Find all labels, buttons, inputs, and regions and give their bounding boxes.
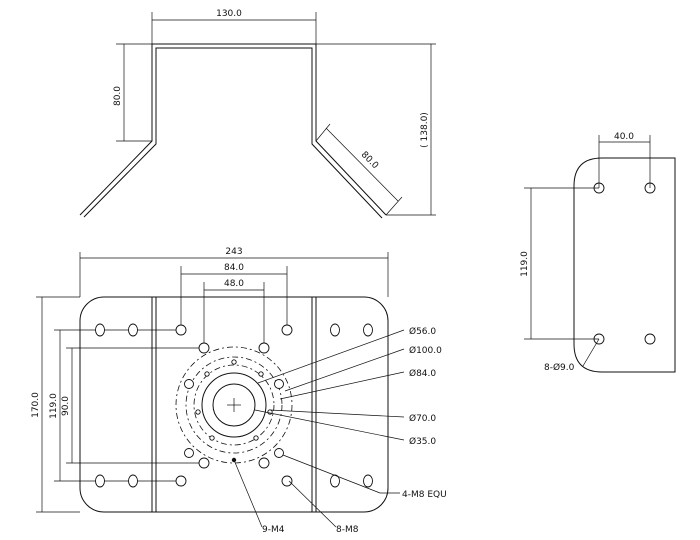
m8-hole [175, 475, 187, 487]
dimension-plate-width-label: 243 [225, 247, 242, 257]
dimension-v-90-label: 90.0 [61, 396, 71, 416]
dimension-holes-84-label: 84.0 [224, 263, 244, 273]
dimension-plate-height: 170.0 [31, 296, 80, 513]
callout-leaders [233, 329, 405, 528]
dimension-top-height: 80.0 [113, 43, 152, 142]
side-plate-view [573, 157, 676, 373]
dimension-v-90: 90.0 [61, 347, 204, 464]
circle-d84 [185, 356, 283, 454]
centre-circle-pattern [175, 346, 293, 464]
flange-holes [95, 323, 373, 488]
callout-8-m8: 8-M8 [336, 525, 359, 535]
callout-d84: Ø84.0 [409, 368, 436, 379]
m4-hole [258, 371, 264, 377]
callout-d56: Ø56.0 [409, 326, 436, 337]
m8-equ-hole [274, 379, 284, 389]
side-plate-outline [573, 157, 676, 373]
circle-d56 [201, 372, 267, 438]
m8-equ-hole [274, 448, 284, 458]
dimension-holes-48-label: 48.0 [224, 279, 244, 289]
side-hole [644, 333, 656, 345]
dimension-plate-height-label: 170.0 [31, 392, 41, 418]
dimension-v-119-label: 119.0 [49, 393, 59, 419]
dimension-side-119-label: 119.0 [520, 251, 530, 277]
m8-hole [281, 324, 293, 336]
circle-d70 [193, 364, 275, 446]
m4-hole [209, 435, 215, 441]
dimension-holes-48: 48.0 [203, 279, 265, 348]
dimension-side-40: 40.0 [598, 132, 651, 188]
m8-hole [258, 457, 270, 469]
flange-hole [128, 474, 138, 488]
m8-equ-hole [184, 448, 194, 458]
m4-hole [231, 359, 237, 365]
m8-hole [175, 324, 187, 336]
base-plate-view [79, 296, 389, 513]
flange-hole [95, 323, 105, 337]
dimension-holes-84: 84.0 [180, 263, 288, 330]
dimension-side-119: 119.0 [520, 187, 599, 340]
callout-d70: Ø70.0 [409, 413, 436, 424]
m4-hole [195, 409, 201, 415]
flange-hole [363, 474, 373, 488]
dimension-total-height: ( 138.0) [316, 43, 436, 216]
dimension-slant-label: 80.0 [359, 150, 380, 171]
m8-hole [198, 342, 210, 354]
callout-9-m4: 9-M4 [262, 525, 285, 535]
callout-8-d9: 8-Ø9.0 [544, 362, 575, 373]
callout-d35: Ø35.0 [409, 436, 436, 447]
circle-d100 [175, 346, 293, 464]
bracket-profile-outer [79, 43, 387, 216]
circle-d35 [212, 383, 256, 427]
callout-d100: Ø100.0 [409, 345, 442, 356]
dimension-top-width-label: 130.0 [216, 9, 242, 19]
flange-hole [363, 323, 373, 337]
m8-holes [175, 324, 293, 487]
dimension-plate-width: 243 [79, 247, 389, 297]
flange-hole [330, 323, 340, 337]
m4-hole [204, 371, 210, 377]
dimension-top-height-label: 80.0 [113, 86, 123, 106]
dimension-top-width: 130.0 [151, 9, 317, 44]
callout-4-m8-equ: 4-M8 EQU [402, 490, 447, 500]
flange-hole [128, 323, 138, 337]
dimension-side-40-label: 40.0 [614, 132, 634, 142]
m8-equ-hole [184, 379, 194, 389]
dimension-slant: 80.0 [315, 123, 403, 216]
base-plate-outline [79, 296, 389, 513]
m8-hole [258, 342, 270, 354]
m8-hole [198, 457, 210, 469]
bracket-profile-view [79, 43, 387, 219]
m4-hole [253, 435, 259, 441]
flange-hole [95, 474, 105, 488]
bracket-profile-inner [83, 47, 383, 219]
dimension-total-height-label: ( 138.0) [420, 112, 430, 148]
m8-hole [281, 475, 293, 487]
dimension-v-119: 119.0 [49, 329, 181, 482]
callout-side-holes: 8-Ø9.0 [544, 338, 600, 373]
